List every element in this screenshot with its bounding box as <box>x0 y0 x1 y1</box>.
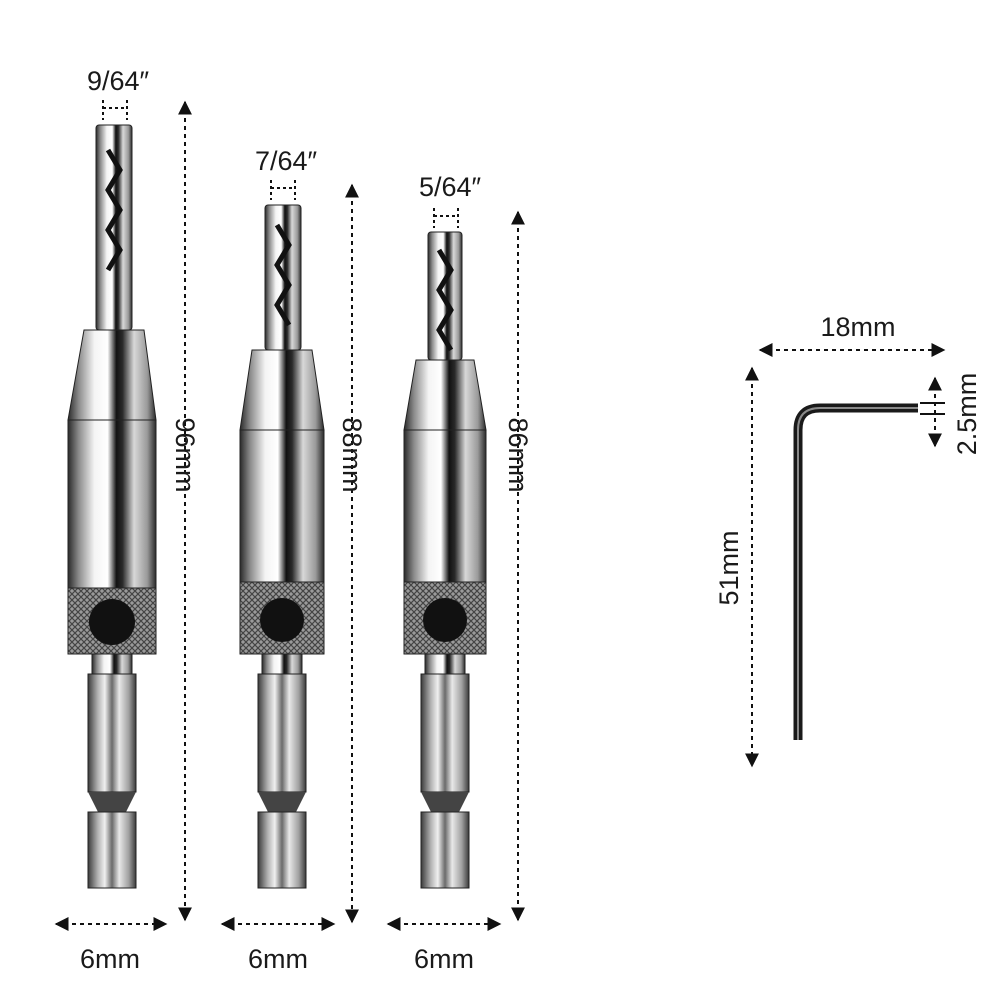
hex-key-highlight <box>797 407 918 740</box>
bit-1-neck <box>91 653 133 675</box>
bit-3-taper <box>403 359 487 431</box>
bit-1-shank-label: 6mm <box>80 944 140 974</box>
bit-1-hex-tip <box>87 811 137 889</box>
hex-key-thickness-label: 2.5mm <box>952 373 982 456</box>
bit-2-shank-label: 6mm <box>248 944 308 974</box>
bit-3-flute <box>436 248 454 352</box>
bit-2-hex-shank <box>257 673 307 793</box>
bit-2-hex-tip <box>257 811 307 889</box>
bit-3-hex-tip <box>420 811 470 889</box>
bit-3-set-screw-icon <box>423 598 467 642</box>
bit-2-taper <box>239 349 325 431</box>
bit-2-tip-size-label: 7/64″ <box>255 146 318 176</box>
bit-3-body <box>403 429 487 583</box>
bit-2-body <box>239 429 325 583</box>
bit-3-groove <box>421 792 469 812</box>
bit-3-neck <box>424 653 466 675</box>
hex-key-width-label: 18mm <box>820 312 895 342</box>
bit-1-taper <box>67 329 157 421</box>
bit-2-flute <box>274 223 292 327</box>
bit-2-groove <box>258 792 306 812</box>
bit-2-set-screw-icon <box>260 598 304 642</box>
drill-bit-2 <box>239 204 325 889</box>
bit-1-groove <box>88 792 136 812</box>
bit-3-hex-shank <box>420 673 470 793</box>
bit-1-tip-size-label: 9/64″ <box>87 66 150 96</box>
bit-2-neck <box>261 653 303 675</box>
bit-1-hex-shank <box>87 673 137 793</box>
bit-1-body <box>67 419 157 589</box>
bit-1-set-screw-icon <box>89 599 135 645</box>
hex-key-icon <box>793 403 918 740</box>
hex-key-length-label: 51mm <box>714 530 744 605</box>
drill-bit-1 <box>67 124 157 889</box>
bit-1-flute <box>105 148 123 272</box>
drill-bit-3 <box>403 231 487 889</box>
bit-3-shank-label: 6mm <box>414 944 474 974</box>
bit-3-tip-size-label: 5/64″ <box>419 172 482 202</box>
bit-1-length-label: 96mm <box>170 417 200 492</box>
bit-3-length-label: 86mm <box>503 417 533 492</box>
bit-2-length-label: 88mm <box>337 417 367 492</box>
